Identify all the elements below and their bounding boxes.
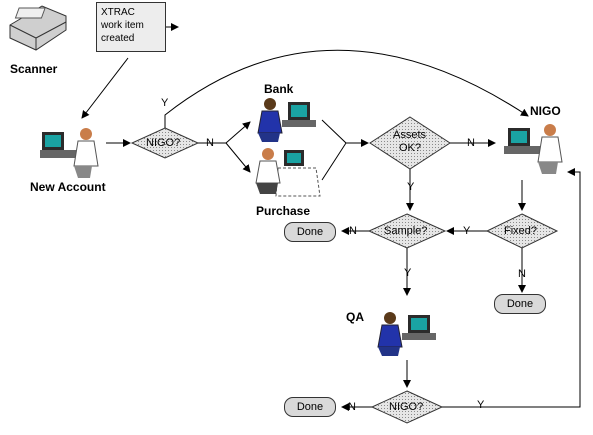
edge-label-nigo-first-yes: Y bbox=[161, 97, 169, 109]
assets-ok-label-1: Assets bbox=[393, 129, 427, 141]
edge-label-assets-yes: Y bbox=[407, 181, 415, 193]
note-line-3: created bbox=[101, 33, 135, 44]
edge-label-nigo-last-no: N bbox=[348, 401, 356, 413]
bank-worker-icon bbox=[257, 98, 316, 142]
qa-worker-icon bbox=[377, 312, 436, 356]
nigo-worker-icon bbox=[504, 124, 563, 174]
edge-to-purchase bbox=[225, 142, 251, 173]
edge-label-sample-yes: Y bbox=[404, 267, 412, 279]
purchase-worker-icon bbox=[255, 148, 321, 197]
new-account-worker-icon bbox=[40, 128, 99, 178]
fixed-label: Fixed? bbox=[504, 225, 538, 237]
purchase-label: Purchase bbox=[256, 204, 311, 218]
nigo-first-label: NIGO? bbox=[146, 137, 181, 149]
edge-merge-bracket bbox=[321, 119, 347, 181]
qa-label: QA bbox=[346, 310, 364, 324]
edge-label-fixed-no: N bbox=[518, 268, 526, 280]
edge-label-assets-no: N bbox=[467, 137, 475, 149]
decision-nigo-first bbox=[130, 127, 200, 159]
edge-note-to-new-account bbox=[81, 57, 129, 119]
nigo-last-label: NIGO? bbox=[389, 401, 424, 413]
edge-label-fixed-yes: Y bbox=[463, 225, 471, 237]
done-terminal-nigo: Done bbox=[284, 397, 336, 417]
edge-label-nigo-last-yes: Y bbox=[477, 399, 485, 411]
note-line-2: work item bbox=[101, 20, 144, 31]
connectors bbox=[81, 23, 581, 411]
work-item-note: XTRAC work item created bbox=[96, 2, 166, 52]
bank-label: Bank bbox=[264, 82, 294, 96]
done-terminal-fixed: Done bbox=[494, 294, 546, 314]
edge-nigo-last-yes bbox=[442, 168, 581, 408]
note-line-1: XTRAC bbox=[101, 7, 135, 18]
decision-nigo-last bbox=[370, 390, 444, 424]
edge-label-nigo-first-no: N bbox=[206, 137, 214, 149]
nigo-label: NIGO bbox=[530, 104, 561, 118]
edge-label-sample-no: N bbox=[349, 225, 357, 237]
new-account-label: New Account bbox=[30, 180, 106, 194]
assets-ok-label-2: OK? bbox=[399, 142, 422, 154]
done-terminal-sample: Done bbox=[284, 222, 336, 242]
scanner-icon bbox=[9, 5, 67, 51]
scanner-label: Scanner bbox=[10, 62, 58, 76]
edge-nigo-yes-arc bbox=[164, 49, 529, 128]
sample-label: Sample? bbox=[384, 225, 428, 237]
edge-to-bank bbox=[225, 121, 251, 144]
